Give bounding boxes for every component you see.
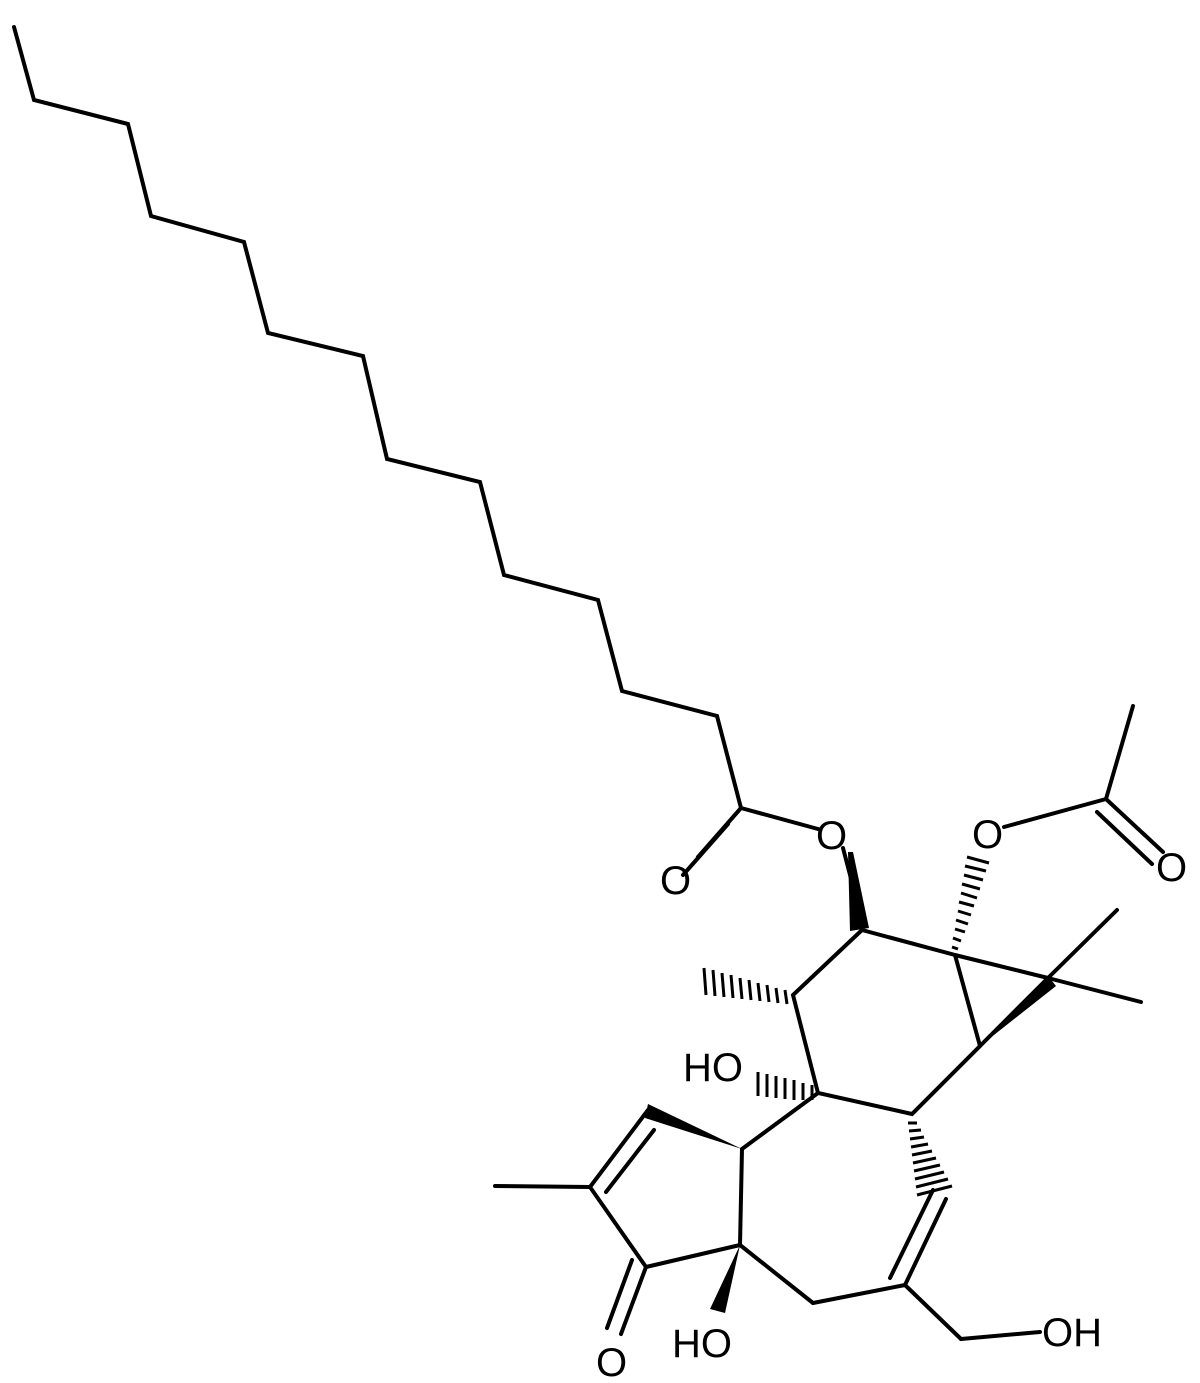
ketone-oxygen: O <box>596 1341 627 1383</box>
cyclohexane-ring <box>790 928 983 1117</box>
cyclopentenone-ring <box>493 1104 742 1336</box>
c9-hydroxyl-hash <box>756 1072 814 1100</box>
hydroxymethyl-group <box>903 1283 1042 1341</box>
c8-hash-bond <box>908 1121 953 1197</box>
ester-link-oxygen: O <box>816 814 847 858</box>
acetate-group <box>951 704 1165 951</box>
atom-labels: O O O O HO HO O OH <box>596 813 1187 1383</box>
acetyl-link-oxygen: O <box>972 813 1003 857</box>
ester-carbonyl-oxygen: O <box>660 859 691 903</box>
c4-hydroxyl-label: HO <box>672 1322 732 1366</box>
tetradecanoyl-chain <box>12 25 743 810</box>
c20-hydroxyl-label: OH <box>1042 1311 1102 1355</box>
cycloheptene-ring <box>738 1091 948 1305</box>
acetyl-carbonyl-oxygen: O <box>1156 846 1187 890</box>
c9-hydroxyl-label: HO <box>683 1046 743 1090</box>
acetate-hash-bond <box>951 855 990 951</box>
cyclopropane-ring <box>953 908 1143 1048</box>
ring-methyl-hash <box>702 967 789 1005</box>
myristate-ester <box>681 806 869 931</box>
